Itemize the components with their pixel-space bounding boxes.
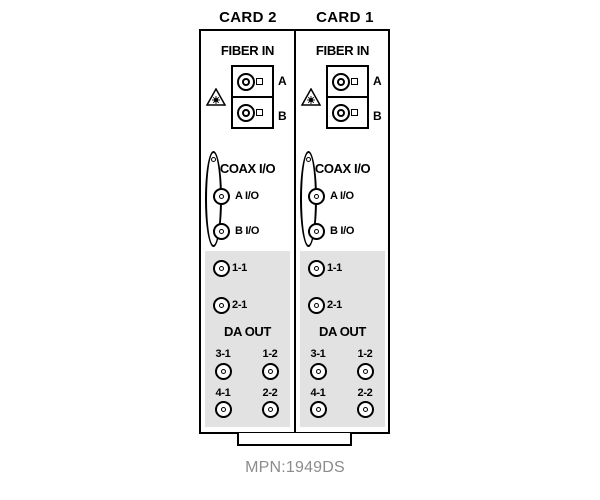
- laser-warning-icon: [206, 88, 226, 106]
- fiber-b-connector-icon[interactable]: [237, 104, 255, 122]
- da-3-1-connector-icon[interactable]: [215, 363, 232, 380]
- laser-warning-icon: [301, 88, 321, 106]
- panel-foot: [237, 433, 352, 446]
- da-4-1-connector-icon[interactable]: [215, 401, 232, 418]
- card-1-title: CARD 1: [316, 9, 374, 26]
- da-4-1-connector-icon[interactable]: [310, 401, 327, 418]
- da-2-2-label: 2-2: [357, 387, 373, 399]
- fiber-connector-block: [231, 65, 274, 129]
- card-2-title: CARD 2: [219, 9, 277, 26]
- da-2-2-connector-icon[interactable]: [262, 401, 279, 418]
- da-2-2-connector-icon[interactable]: [357, 401, 374, 418]
- da-out-label: DA OUT: [224, 324, 271, 339]
- card-divider: [294, 29, 296, 434]
- coax-a-io-label: A I/O: [235, 190, 259, 202]
- da-2-1-label: 2-1: [232, 299, 247, 311]
- da-2-1-connector-icon[interactable]: [308, 297, 325, 314]
- coax-b-io-connector-icon[interactable]: [213, 223, 230, 240]
- da-3-1-label: 3-1: [215, 348, 231, 360]
- fiber-a-connector-icon[interactable]: [237, 73, 255, 91]
- fiber-separator: [233, 96, 272, 98]
- fiber-a-tab: [256, 78, 263, 85]
- coax-a-io-connector-icon[interactable]: [308, 188, 325, 205]
- coax-io-label: COAX I/O: [314, 161, 371, 176]
- da-1-2-label: 1-2: [357, 348, 373, 360]
- fiber-in-label: FIBER IN: [315, 43, 370, 58]
- model-part-number: MPN:1949DS: [245, 459, 345, 476]
- da-1-2-label: 1-2: [262, 348, 278, 360]
- da-out-section: [300, 251, 385, 427]
- coax-b-io-label: B I/O: [235, 225, 260, 237]
- coax-b-io-connector-icon[interactable]: [308, 223, 325, 240]
- da-2-1-connector-icon[interactable]: [213, 297, 230, 314]
- fiber-b-tab: [256, 109, 263, 116]
- fiber-b-tab: [351, 109, 358, 116]
- fiber-a-connector-icon[interactable]: [332, 73, 350, 91]
- fiber-connector-block: [326, 65, 369, 129]
- da-2-2-label: 2-2: [262, 387, 278, 399]
- da-out-label: DA OUT: [319, 324, 366, 339]
- da-4-1-label: 4-1: [310, 387, 326, 399]
- coax-b-io-label: B I/O: [330, 225, 355, 237]
- da-1-2-connector-icon[interactable]: [262, 363, 279, 380]
- fiber-separator: [328, 96, 367, 98]
- coax-a-io-connector-icon[interactable]: [213, 188, 230, 205]
- da-1-2-connector-icon[interactable]: [357, 363, 374, 380]
- fiber-b-connector-icon[interactable]: [332, 104, 350, 122]
- fiber-a-tab: [351, 78, 358, 85]
- coax-io-label: COAX I/O: [219, 161, 276, 176]
- da-1-1-connector-icon[interactable]: [308, 260, 325, 277]
- fiber-a-label: A: [278, 74, 287, 88]
- fiber-a-label: A: [373, 74, 382, 88]
- da-3-1-connector-icon[interactable]: [310, 363, 327, 380]
- card-2-panel: FIBER IN A B COAX I/O A I/O B I/O 1-1 2-…: [201, 31, 294, 432]
- da-1-1-connector-icon[interactable]: [213, 260, 230, 277]
- da-3-1-label: 3-1: [310, 348, 326, 360]
- da-1-1-label: 1-1: [232, 262, 247, 274]
- fiber-b-label: B: [278, 109, 287, 123]
- fiber-in-label: FIBER IN: [220, 43, 275, 58]
- card-1-panel: FIBER IN A B COAX I/O A I/O B I/O 1-1 2-…: [296, 31, 389, 432]
- da-1-1-label: 1-1: [327, 262, 342, 274]
- fiber-b-label: B: [373, 109, 382, 123]
- coax-a-io-label: A I/O: [330, 190, 354, 202]
- da-4-1-label: 4-1: [215, 387, 231, 399]
- da-2-1-label: 2-1: [327, 299, 342, 311]
- da-out-section: [205, 251, 290, 427]
